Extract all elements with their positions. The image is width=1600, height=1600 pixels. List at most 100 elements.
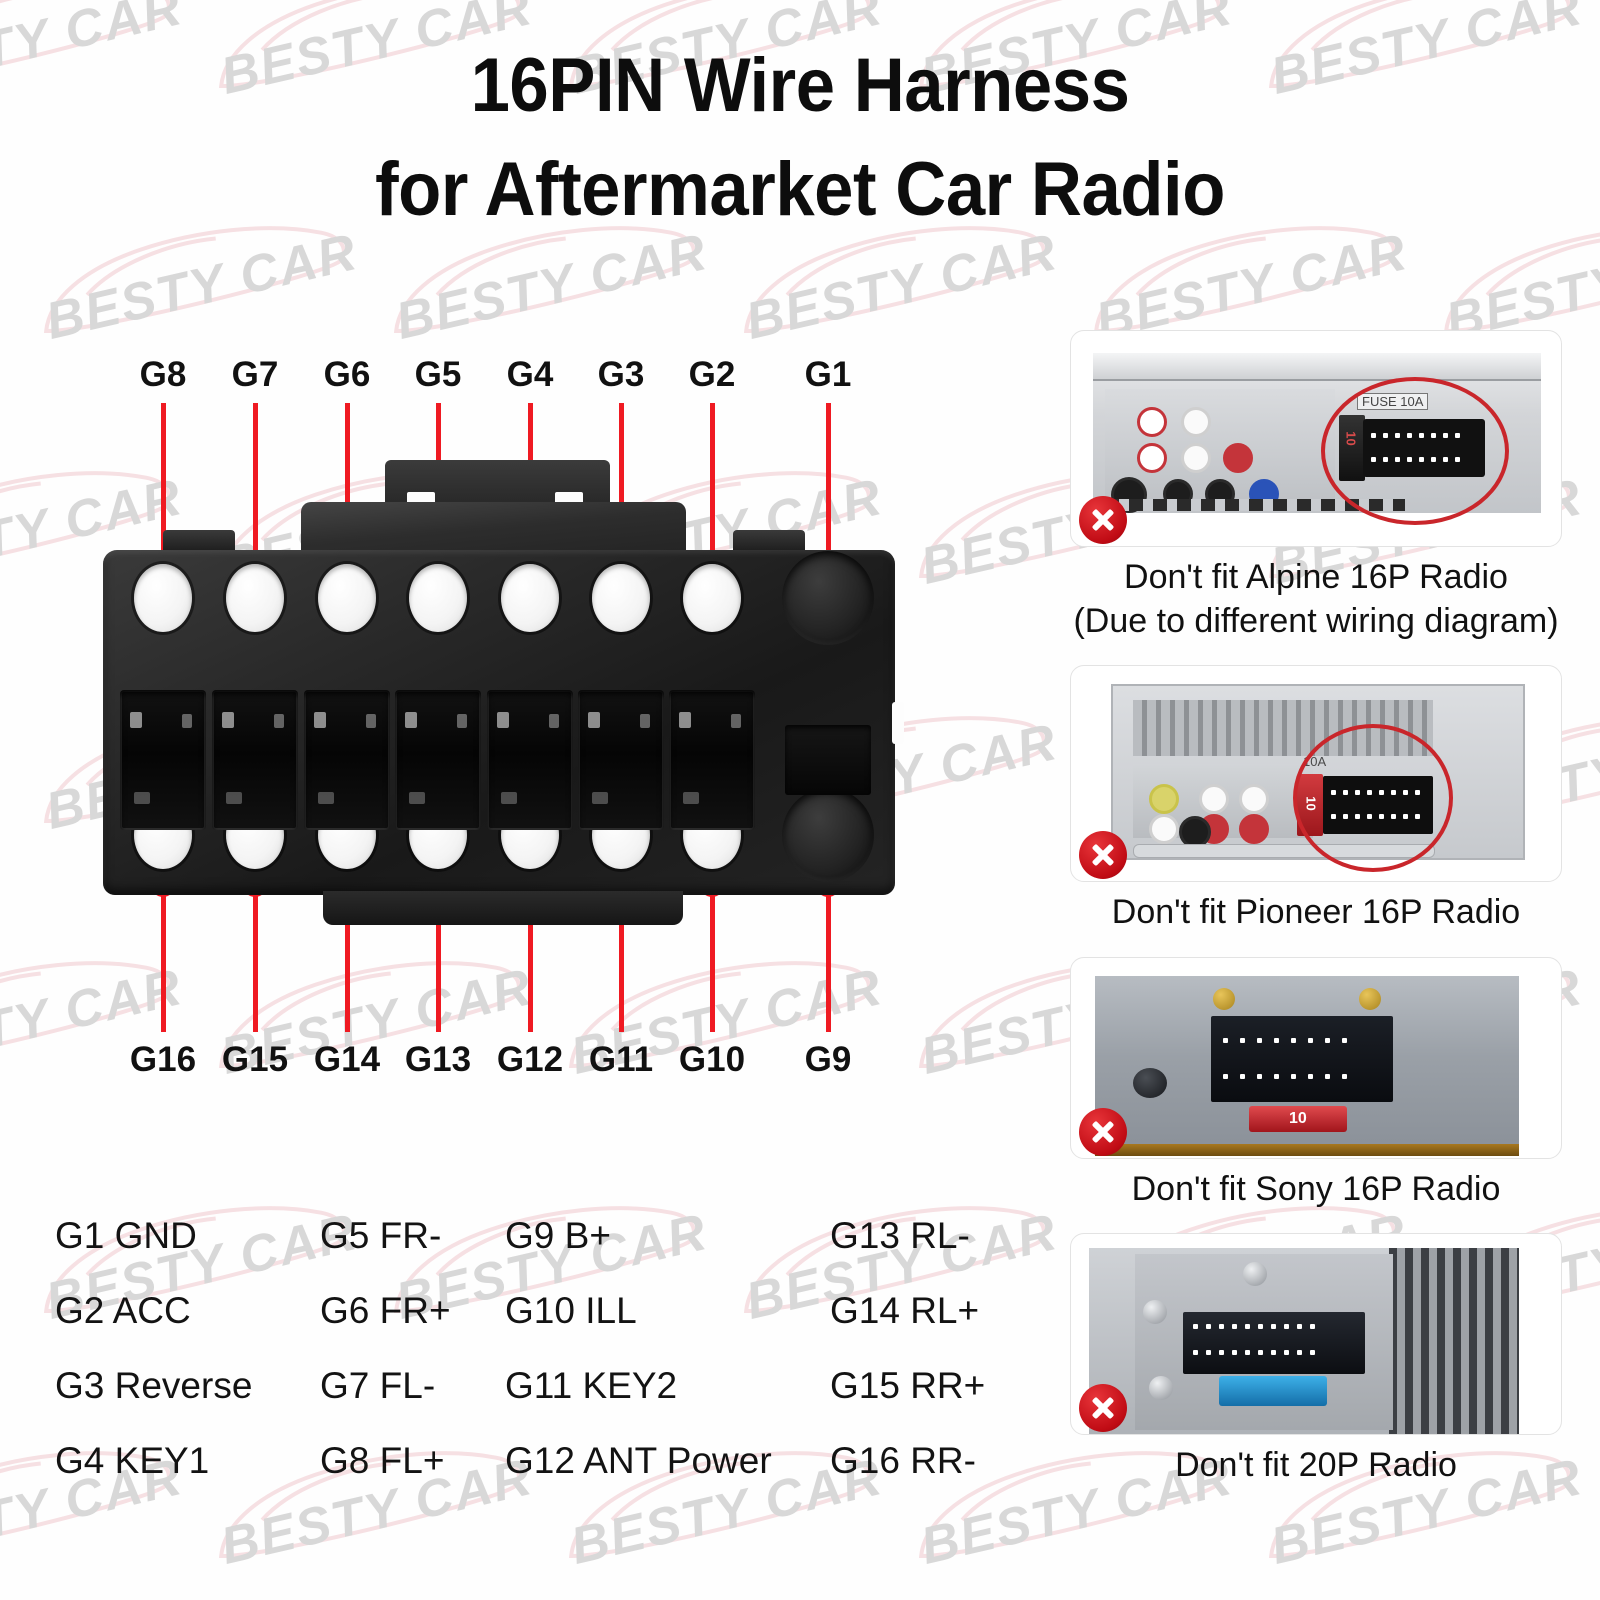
leader-line — [710, 885, 715, 1032]
pin-hole-top — [318, 564, 376, 632]
sony-fuse-amp: 10 — [1289, 1109, 1307, 1127]
alpine-caption: Don't fit Alpine 16P Radio (Due to diffe… — [1056, 547, 1576, 659]
alpine-top-lip — [1093, 353, 1541, 381]
pin-label-g8: G8 — [139, 355, 187, 394]
rca-jack — [1223, 443, 1253, 473]
pin-legend-cell: G10 ILL — [505, 1290, 637, 1331]
pin-hole-top — [501, 564, 559, 632]
pin-label-g3: G3 — [597, 355, 645, 394]
connector-side-notch — [892, 702, 904, 744]
page-title: 16PIN Wire Harness for Aftermarket Car R… — [0, 34, 1600, 242]
sony-caption: Don't fit Sony 16P Radio — [1056, 1159, 1576, 1228]
pin-label-g4: G4 — [506, 355, 554, 394]
twentyp-connector — [1183, 1312, 1365, 1375]
pin-legend-cell: G13 RL- — [830, 1215, 970, 1256]
connector-foot — [323, 891, 683, 925]
leader-line — [826, 885, 831, 1032]
rca-jack — [1239, 784, 1269, 815]
terminal-cavity — [487, 690, 573, 830]
pin-hole-g9 — [782, 788, 874, 882]
pin-hole-g1 — [782, 551, 874, 645]
pin-legend-cell: G9 B+ — [505, 1215, 611, 1256]
connector-pin-row-top — [1223, 1037, 1347, 1043]
harness-connector-body — [103, 460, 904, 925]
pin-legend-row: G1 GND G5 FR- G9 B+ G13 RL- — [55, 1215, 985, 1290]
pin-hole-top — [409, 564, 467, 632]
pin-label-g6: G6 — [323, 355, 371, 394]
page-title-line-1: 16PIN Wire Harness — [470, 43, 1130, 128]
rca-jack — [1181, 443, 1211, 473]
sony-radio-photo: 10 — [1070, 956, 1562, 1159]
pin-hole-top — [226, 564, 284, 632]
pin-legend-cell: G8 FL+ — [320, 1440, 445, 1481]
pin-hole-top — [683, 564, 741, 632]
screw — [1143, 1300, 1167, 1325]
twentyp-heatsink-fins — [1389, 1248, 1519, 1435]
leader-line — [345, 885, 350, 1032]
pin-legend-cell: G12 ANT Power — [505, 1440, 772, 1481]
terminal-cavity — [669, 690, 755, 830]
alpine-radio-photo: FUSE 10A 10 — [1070, 330, 1562, 547]
compat-card-pioneer: 10A 10 Don't fit Pioneer 16P Radio — [1056, 665, 1576, 951]
not-compatible-badge — [1079, 496, 1127, 544]
page-title-line-2: for Aftermarket Car Radio — [375, 147, 1225, 233]
connector-pin-row-bottom — [1193, 1350, 1315, 1356]
leader-line — [436, 885, 441, 1032]
terminal-cavity — [395, 690, 481, 830]
alpine-caption-line-2: (Due to different wiring diagram) — [1073, 601, 1559, 640]
terminal-cavity — [212, 690, 298, 830]
pin-legend-cell: G2 ACC — [55, 1290, 191, 1331]
terminal-cavity — [120, 690, 206, 830]
screw — [1243, 1262, 1267, 1287]
pin-legend-cell: G7 FL- — [320, 1365, 436, 1406]
pin-legend-row: G2 ACC G6 FR+ G10 ILL G14 RL+ — [55, 1290, 985, 1365]
connector-pin-row-top — [1193, 1324, 1315, 1330]
sony-bottom-strip — [1095, 1143, 1519, 1156]
pioneer-radio-photo: 10A 10 — [1070, 665, 1562, 883]
pin-legend-table: G1 GND G5 FR- G9 B+ G13 RL- G2 ACC G6 FR+ G10 … — [55, 1215, 1005, 1515]
pin-label-g7: G7 — [231, 355, 279, 394]
pioneer-caption: Don't fit Pioneer 16P Radio — [1056, 882, 1576, 951]
pin-legend-cell: G1 GND — [55, 1215, 197, 1256]
not-compatible-badge — [1079, 831, 1127, 880]
pin-legend-cell: G6 FR+ — [320, 1290, 451, 1331]
screw — [1213, 987, 1235, 1010]
pin-hole-top — [592, 564, 650, 632]
terminal-cavity-large — [785, 725, 871, 795]
leader-line — [619, 885, 624, 1032]
not-compatible-badge — [1079, 1384, 1127, 1433]
rca-jack — [1199, 784, 1229, 815]
connector-ear-left — [163, 530, 235, 552]
leader-line — [161, 885, 166, 1032]
sony-caption-line-1: Don't fit Sony 16P Radio — [1131, 1169, 1501, 1208]
twentyp-radio-photo — [1070, 1233, 1562, 1436]
connector-ear-right — [733, 530, 805, 552]
pin-label-g1: G1 — [804, 355, 852, 394]
pin-legend-cell: G5 FR- — [320, 1215, 442, 1256]
pin-hole-top — [134, 564, 192, 632]
twentyp-caption: Don't fit 20P Radio — [1056, 1435, 1576, 1504]
pin-label-g10: G10 — [678, 1040, 746, 1079]
pin-legend: G1 GND G5 FR- G9 B+ G13 RL- G2 ACC G6 FR+ G10 … — [55, 1215, 985, 1515]
alpine-caption-line-1: Don't fit Alpine 16P Radio — [1124, 558, 1508, 596]
pin-legend-cell: G14 RL+ — [830, 1290, 980, 1331]
compatibility-column: FUSE 10A 10 Don't fit Alpine 16P Radio (… — [1056, 330, 1576, 1510]
rca-jack — [1239, 814, 1269, 845]
terminal-cavity — [304, 690, 390, 830]
not-compatible-badge — [1079, 1107, 1127, 1156]
pin-legend-cell: G11 KEY2 — [505, 1365, 678, 1406]
rca-jack — [1137, 407, 1167, 437]
rca-jack — [1137, 443, 1167, 473]
connector-pin-row-bottom — [1223, 1073, 1347, 1079]
twentyp-fuse — [1219, 1376, 1327, 1407]
compat-card-alpine: FUSE 10A 10 Don't fit Alpine 16P Radio (… — [1056, 330, 1576, 659]
video-out-jack — [1149, 784, 1179, 815]
pin-legend-cell: G3 Reverse — [55, 1365, 253, 1406]
terminal-cavity — [578, 690, 664, 830]
pin-legend-cell: G4 KEY1 — [55, 1440, 210, 1481]
pin-legend-cell: G16 RR- — [830, 1440, 976, 1481]
rca-jack — [1149, 814, 1179, 845]
compat-card-sony: 10 Don't fit Sony 16P Radio — [1056, 956, 1576, 1228]
